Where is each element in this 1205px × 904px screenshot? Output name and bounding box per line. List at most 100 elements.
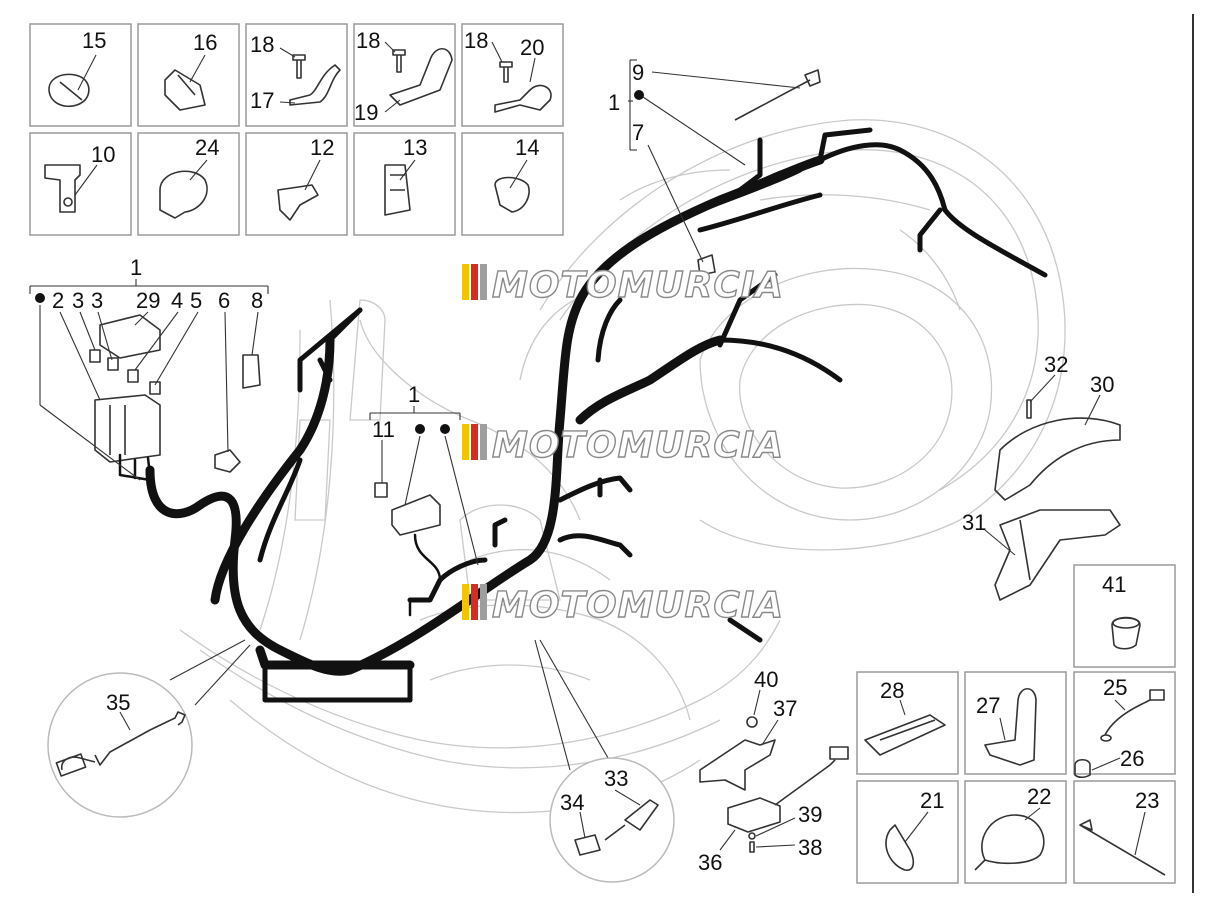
label-8: 8: [251, 288, 263, 313]
box-21: [856, 780, 959, 884]
callout-circle-35: [47, 639, 251, 818]
clamp-14: [494, 176, 530, 213]
cover-28: [864, 714, 946, 756]
label-34: 34: [560, 790, 584, 815]
connector-13: [384, 164, 411, 216]
label-1-left: 1: [130, 255, 142, 280]
box-25-26: [1073, 671, 1176, 775]
clip-16: [164, 69, 206, 111]
watermark-text-top: MOTOMURCIA: [492, 265, 784, 306]
connector-36: [829, 746, 849, 760]
label-17: 17: [250, 88, 274, 113]
box-22: [964, 780, 1067, 884]
box-18-20: [461, 23, 564, 127]
clamp-15: [48, 73, 90, 108]
label-38: 38: [798, 835, 822, 860]
bullet-left: [35, 293, 45, 303]
nut-40: [746, 716, 758, 728]
fuse-holder-wire: [408, 533, 442, 617]
box-13: [353, 132, 456, 236]
sensor-9: [734, 69, 821, 121]
screw-18b: [392, 49, 406, 73]
box-24: [137, 132, 240, 236]
grommet-26: [1074, 758, 1091, 779]
label-37: 37: [773, 696, 797, 721]
label-18b: 18: [356, 28, 380, 53]
scooter-body-outline: [179, 119, 1066, 814]
label-29: 29: [136, 288, 160, 313]
fuse-3b: [107, 357, 119, 371]
bracket-27: [984, 687, 1037, 766]
label-9: 9: [632, 60, 644, 85]
label-24: 24: [195, 135, 219, 160]
callout-circle-33-34: [534, 639, 675, 883]
tie-23: [1079, 819, 1166, 876]
screw-18c: [499, 61, 513, 83]
label-33: 33: [604, 766, 628, 791]
fuse-5: [149, 381, 161, 395]
clip-7: [697, 254, 716, 276]
label-3b: 3: [91, 288, 103, 313]
watermark-text-bottom: MOTOMURCIA: [492, 585, 784, 626]
clip-12: [277, 184, 319, 221]
screw-38: [749, 841, 755, 853]
label-39: 39: [798, 802, 822, 827]
label-4: 4: [171, 288, 183, 313]
cable-25: [1104, 699, 1151, 736]
leader-lines: [29, 41, 1146, 856]
fuse-box-wires: [118, 453, 152, 482]
label-1-top: 1: [608, 90, 620, 115]
label-20: 20: [520, 35, 544, 60]
screw-18a: [292, 54, 306, 79]
bracket-10: [44, 164, 81, 213]
bracket-17: [289, 64, 341, 106]
grommet-41-top: [1112, 617, 1140, 629]
washer-39: [748, 832, 756, 840]
label-6: 6: [218, 288, 230, 313]
label-27: 27: [976, 693, 1000, 718]
label-19: 19: [354, 100, 378, 125]
label-2: 2: [52, 288, 64, 313]
label-30: 30: [1090, 372, 1114, 397]
parts-grid-bottom: [856, 564, 1176, 884]
label-5: 5: [190, 288, 202, 313]
clip-6: [214, 449, 241, 473]
label-26: 26: [1120, 746, 1144, 771]
bullet-top: [634, 90, 644, 100]
label-16: 16: [193, 30, 217, 55]
cover-30: [994, 417, 1121, 501]
components: [89, 69, 1121, 853]
label-28: 28: [880, 678, 904, 703]
label-7: 7: [632, 120, 644, 145]
fuse-box-2: [94, 394, 161, 463]
label-35: 35: [106, 690, 130, 715]
label-14: 14: [515, 135, 539, 160]
label-25: 25: [1103, 675, 1127, 700]
fuse-11: [374, 482, 388, 498]
label-11: 11: [372, 417, 395, 442]
parts-grid-top: [29, 23, 564, 236]
relay-8: [242, 354, 261, 389]
cable-22: [974, 814, 1045, 871]
connector-25: [1149, 689, 1165, 701]
bracket-20: [494, 84, 552, 113]
label-22: 22: [1027, 784, 1051, 809]
bullet-mid-b: [440, 424, 450, 434]
bracket-37: [699, 739, 776, 791]
label-13: 13: [403, 135, 427, 160]
cable-36: [774, 759, 836, 806]
watermark-top: MOTOMURCIA: [462, 264, 784, 307]
screw-32: [1026, 399, 1032, 419]
bracket-31: [994, 509, 1121, 601]
box-16: [137, 23, 240, 127]
label-36: 36: [698, 850, 722, 875]
cover-29: [99, 314, 161, 359]
fuse-3a: [89, 349, 101, 363]
fuse-4: [127, 369, 139, 383]
box-41: [1073, 564, 1176, 668]
box-18-19: [353, 23, 456, 127]
box-12: [245, 132, 348, 236]
watermark-bottom: MOTOMURCIA: [462, 584, 784, 627]
label-3a: 3: [72, 288, 84, 313]
